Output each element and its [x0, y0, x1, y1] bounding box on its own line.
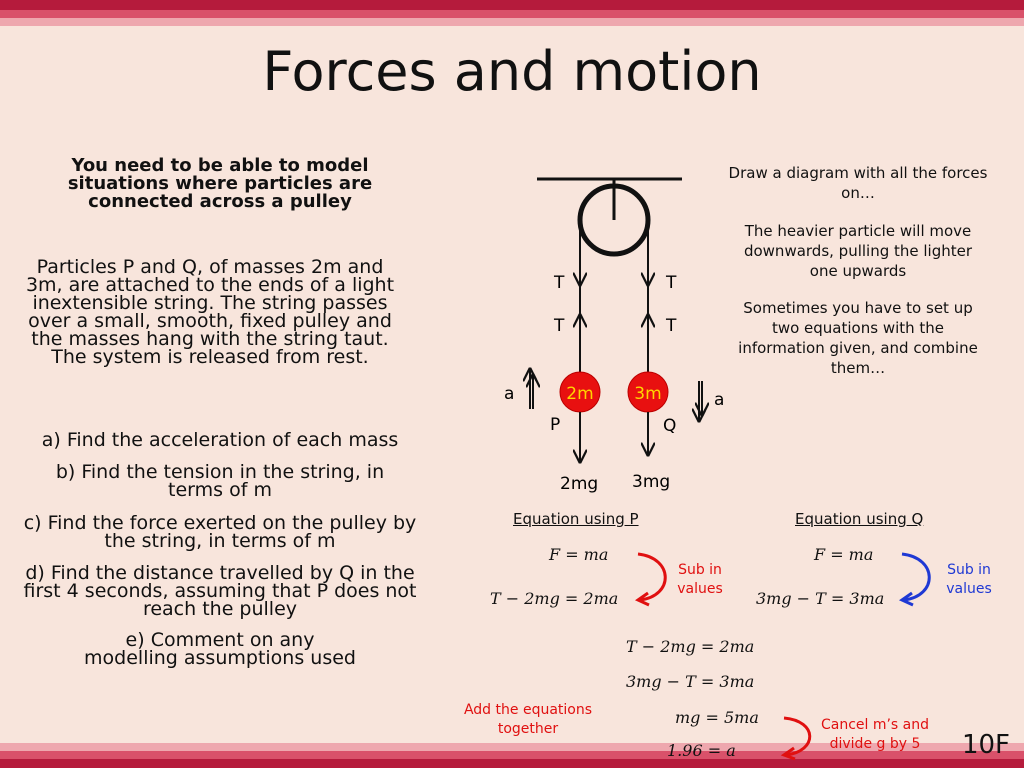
tension-label-4: T [665, 316, 677, 336]
combined-equation-4: 1.96 = 𝑎 [667, 741, 736, 760]
particle-q-label: Q [663, 416, 676, 436]
note-two-equations: Sometimes you have to set up two equatio… [738, 299, 978, 377]
tension-label-1: T [553, 273, 565, 293]
sub-arrow-left [634, 552, 667, 607]
question-a: a) Find the acceleration of each mass [41, 429, 399, 451]
bottom-band-dark [0, 759, 1024, 768]
tension-label-3: T [553, 316, 565, 336]
question-c: c) Find the force exerted on the pulley … [23, 512, 417, 552]
slide-title: Forces and motion [262, 40, 762, 103]
slide-number: 10F [961, 730, 1010, 760]
equation-q1: 𝐹 = 𝑚𝑎 [814, 545, 874, 564]
equation-head-q: Equation using Q [795, 510, 924, 528]
tension-label-2: T [665, 273, 677, 293]
sub-in-values-right: Sub in values [946, 562, 992, 597]
note-draw-diagram: Draw a diagram with all the forces on… [728, 164, 988, 202]
question-e: e) Comment on any modelling assumptions … [84, 629, 356, 669]
accel-label-q: a [714, 390, 724, 410]
question-d: d) Find the distance travelled by Q in t… [23, 562, 417, 620]
cancel-arrow [780, 716, 812, 761]
equation-head-p: Equation using P [513, 510, 639, 528]
accel-label-p: a [504, 384, 514, 404]
bottom-band-mid [0, 751, 1024, 759]
bottom-band-light [0, 743, 1024, 751]
top-band-light [0, 18, 1024, 26]
particle-p-label: P [550, 415, 560, 435]
sub-arrow-right [898, 552, 931, 607]
mass-q-label: 3m [634, 384, 661, 404]
problem-text: Particles P and Q, of masses 2m and 3m, … [25, 256, 395, 368]
weight-p-label: 2mg [560, 474, 598, 494]
equation-p1: 𝐹 = 𝑚𝑎 [549, 545, 609, 564]
mass-p-label: 2m [566, 384, 593, 404]
sub-in-values-left: Sub in values [677, 562, 723, 597]
combined-equation-2: 3𝑚𝑔 − 𝑇 = 3𝑚𝑎 [626, 672, 755, 691]
top-band-dark [0, 0, 1024, 10]
equation-q2: 3𝑚𝑔 − 𝑇 = 3𝑚𝑎 [756, 589, 885, 608]
weight-q-label: 3mg [632, 472, 670, 492]
combined-equation-1: 𝑇 − 2𝑚𝑔 = 2𝑚𝑎 [626, 637, 755, 656]
equation-p2: 𝑇 − 2𝑚𝑔 = 2𝑚𝑎 [490, 589, 619, 608]
cancel-note: Cancel m’s and divide g by 5 [820, 717, 930, 752]
pulley-diagram: T T T T a a 2m 3m P Q 2mg 3mg [504, 177, 724, 494]
combined-equation-3: 𝑚𝑔 = 5𝑚𝑎 [675, 708, 759, 727]
question-b: b) Find the tension in the string, in te… [55, 461, 385, 501]
note-heavier-particle: The heavier particle will move downwards… [743, 222, 973, 280]
intro-text: You need to be able to model situations … [67, 155, 373, 212]
top-band-mid [0, 10, 1024, 18]
add-equations-note: Add the equations together [463, 702, 593, 737]
